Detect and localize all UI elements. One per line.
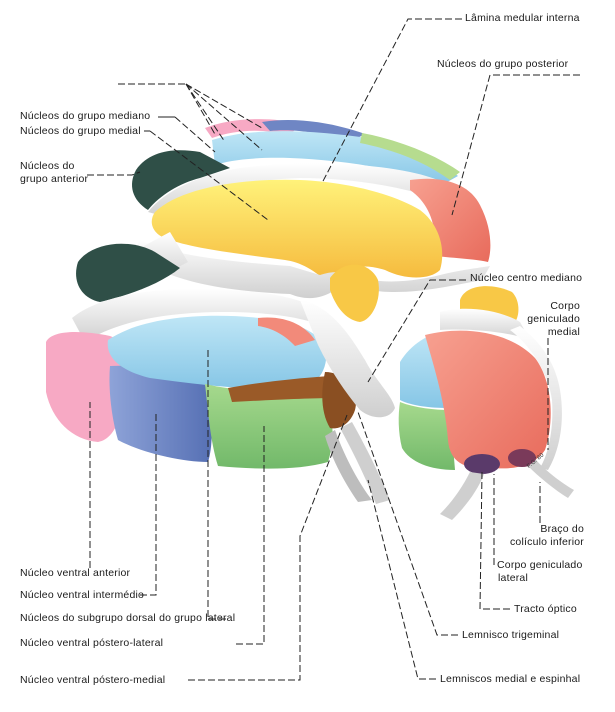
label-lemnisco-trigeminal: Lemnisco trigeminal <box>462 629 560 641</box>
lamina-middle <box>136 240 490 299</box>
anterior-group-upper <box>132 150 230 210</box>
label-geniculado-lateral-line1: Corpo geniculado <box>497 559 583 571</box>
label-ventral-postero-lateral: Núcleo ventral póstero-lateral <box>20 637 164 649</box>
subgrupo-dorsal-lateral <box>107 315 327 390</box>
label-geniculado-medial-line2: geniculado <box>527 313 580 325</box>
pulvinar-lower-edge <box>258 317 315 346</box>
label-grupo-anterior-line1: Núcleos do <box>20 160 75 172</box>
label-centro-mediano: Núcleo centro mediano <box>470 272 583 284</box>
lamina-upper <box>148 163 470 218</box>
medial-group <box>151 179 443 285</box>
lemnisco-trigeminal-tract <box>340 422 390 504</box>
centro-mediano-yellow <box>330 264 379 322</box>
posterior-section <box>398 286 574 520</box>
label-lamina-medular-interna: Lâmina medular interna <box>465 12 580 24</box>
label-geniculado-medial-line3: medial <box>547 326 580 338</box>
pulvinar <box>410 178 491 262</box>
label-geniculado-lateral-line2: lateral <box>498 572 528 584</box>
label-grupo-medial: Núcleos do grupo medial <box>20 125 141 137</box>
label-tracto-optico: Tracto óptico <box>514 603 577 615</box>
braco-coliculo-tract <box>528 460 574 498</box>
label-subgrupo-dorsal: Núcleos do subgrupo dorsal do grupo late… <box>20 612 236 624</box>
label-ventral-postero-medial: Núcleo ventral póstero-medial <box>20 674 166 686</box>
posterior-green <box>398 402 455 470</box>
label-grupo-anterior-line2: grupo anterior <box>20 173 89 185</box>
upper-green-strip <box>360 133 460 180</box>
ventral-postero-lateral <box>205 384 333 469</box>
ventral-intermedio <box>109 365 212 462</box>
label-braco-coliculo-line1: Braço do <box>540 523 584 535</box>
lamina-lower <box>72 288 332 342</box>
label-grupo-mediano: Núcleos do grupo mediano <box>20 110 151 122</box>
tracto-optico-tract <box>440 472 484 520</box>
lemniscos-medial-tract <box>325 430 372 502</box>
label-lemniscos-medial: Lemniscos medial e espinhal <box>440 673 581 685</box>
leader-lines <box>87 18 580 681</box>
label-ventral-anterior: Núcleo ventral anterior <box>20 567 131 579</box>
label-ventral-intermedio: Núcleo ventral intermédio <box>20 589 145 601</box>
geniculado-lateral-body <box>464 454 500 474</box>
posterior-lamina <box>440 308 530 340</box>
ventral-postero-medial <box>228 376 338 402</box>
posterior-white-rim <box>510 326 562 470</box>
label-geniculado-medial-line1: Corpo <box>550 300 580 312</box>
label-braco-coliculo-line2: colículo inferior <box>509 536 584 548</box>
centro-mediano-white <box>300 300 395 418</box>
geniculado-medial-body <box>508 449 536 467</box>
posterior-salmon <box>425 330 551 469</box>
ventral-anterior <box>46 332 126 442</box>
label-grupo-posterior: Núcleos do grupo posterior <box>437 58 569 70</box>
anterior-group-lower <box>76 243 180 302</box>
